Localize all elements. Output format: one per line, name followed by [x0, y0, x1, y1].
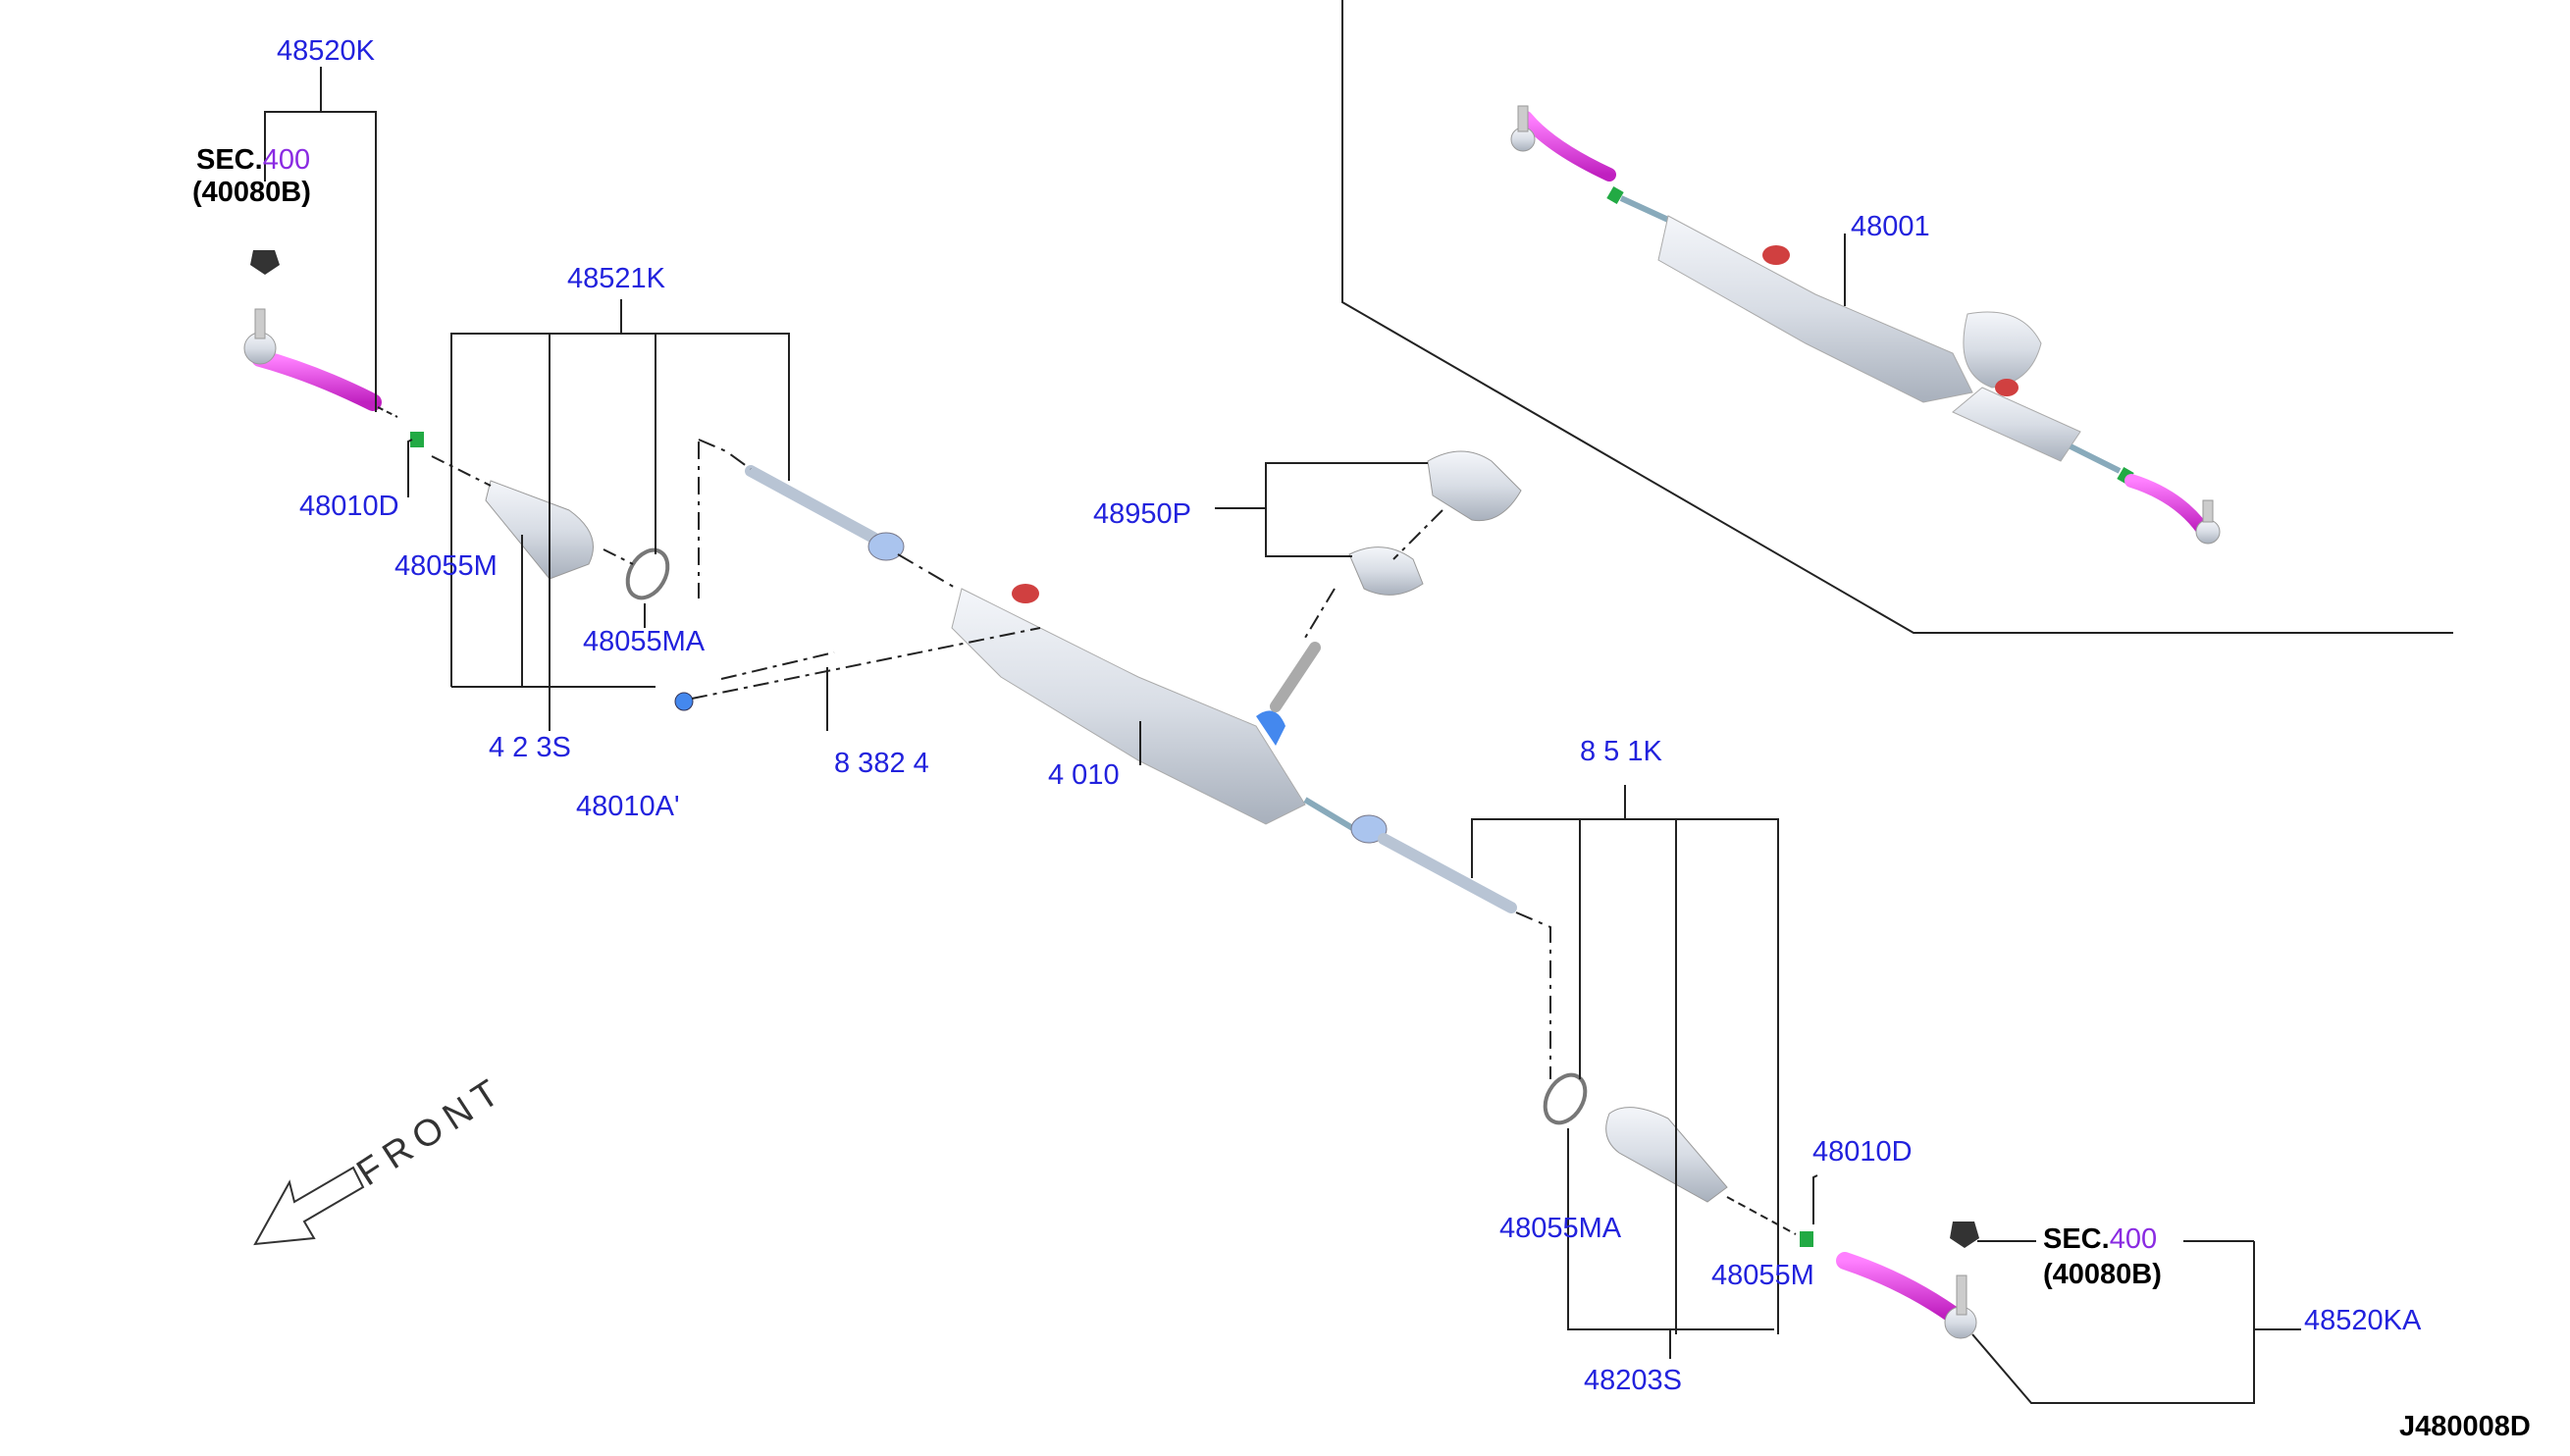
bolt-suffix: ' — [674, 791, 680, 822]
label-48520K[interactable]: 48520K — [277, 35, 375, 67]
label-boot-kit-left[interactable]: 4 2 3S — [489, 732, 571, 763]
label-48010D-right[interactable]: 48010D — [1812, 1136, 1913, 1168]
label-48010D-left[interactable]: 48010D — [299, 491, 399, 522]
connector-lines — [698, 439, 1551, 1079]
sec-ref-left[interactable]: SEC.400 — [196, 146, 310, 175]
bolt-number: 48010A — [576, 791, 674, 822]
boot-right — [1543, 1072, 1728, 1203]
label-48055MA-left[interactable]: 48055MA — [583, 626, 706, 657]
sec-part-right[interactable]: (40080B) — [2043, 1259, 2162, 1290]
sec-prefix-left: SEC. — [196, 144, 263, 176]
label-48521K[interactable]: 48521K — [567, 263, 665, 294]
sec-number-left: 400 — [262, 144, 311, 176]
label-48010A[interactable]: 48010A' — [576, 793, 680, 821]
label-48055MA-right[interactable]: 48055MA — [1499, 1213, 1622, 1244]
front-arrow-icon — [253, 1166, 365, 1246]
label-48055M-left[interactable]: 48055M — [394, 550, 498, 582]
inner-tie-rod-left — [745, 465, 905, 561]
boot-left — [431, 455, 670, 600]
label-48520KA[interactable]: 48520KA — [2304, 1305, 2422, 1336]
inset-gear-assembly — [1510, 105, 2221, 545]
label-gear-housing[interactable]: 4 010 — [1048, 759, 1120, 791]
label-48001[interactable]: 48001 — [1851, 211, 1930, 242]
leader-lines — [264, 67, 2301, 1404]
label-48950P[interactable]: 48950P — [1093, 498, 1191, 530]
sec-number-right: 400 — [2109, 1223, 2158, 1255]
tie-rod-end-right — [1726, 1196, 1979, 1339]
label-inner-socket-kit-right[interactable]: 8 5 1K — [1580, 736, 1662, 767]
inset-frame — [1341, 0, 2453, 634]
sec-part-left[interactable]: (40080B) — [192, 177, 311, 208]
label-48055M-right[interactable]: 48055M — [1711, 1260, 1814, 1291]
sec-ref-right[interactable]: SEC.400 — [2043, 1225, 2157, 1254]
seal-kit-parts — [1304, 450, 1522, 639]
diagram-code: J480008D — [2399, 1411, 2531, 1442]
tie-rod-end-left — [243, 250, 424, 447]
gear-housing-main — [951, 584, 1356, 832]
label-mount-insulator[interactable]: 8 382 4 — [834, 748, 929, 779]
bolt — [674, 627, 1041, 711]
inner-tie-rod-right — [1350, 814, 1517, 913]
sec-prefix-right: SEC. — [2043, 1223, 2110, 1255]
label-48203S[interactable]: 48203S — [1584, 1365, 1682, 1396]
